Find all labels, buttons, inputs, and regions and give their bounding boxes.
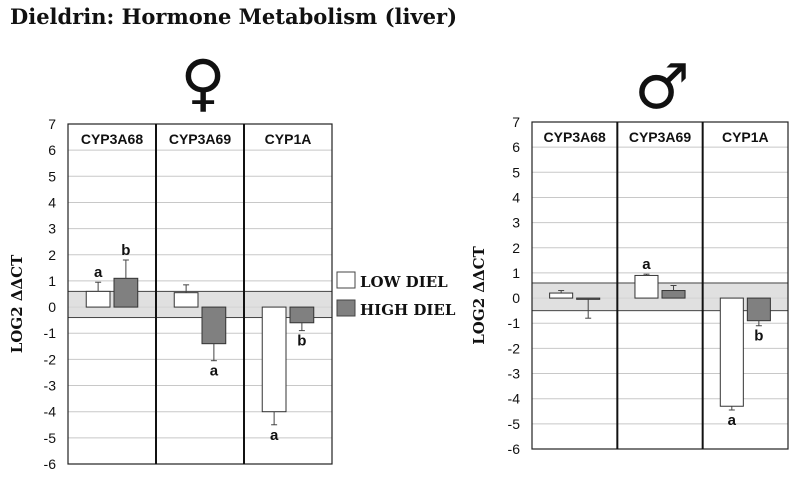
y-tick-label: -3 (508, 366, 521, 382)
y-tick-label: 1 (512, 265, 520, 281)
y-tick-label: -1 (508, 315, 521, 331)
y-tick-label: -6 (508, 441, 521, 457)
bar (85, 290, 111, 308)
bar (201, 306, 227, 345)
y-tick-label: 6 (512, 139, 520, 155)
y-tick-label: 1 (48, 273, 56, 289)
y-tick-label: -2 (44, 351, 57, 367)
significance-label: a (94, 264, 103, 281)
legend: LOW DIEL HIGH DIEL (336, 271, 456, 319)
female-symbol-icon: ♀ (180, 46, 225, 119)
page-title: Dieldrin: Hormone Metabolism (liver) (10, 4, 458, 29)
threshold-band (531, 282, 789, 312)
legend-label-low-diel: LOW DIEL (360, 273, 448, 291)
plot-frame (531, 121, 789, 450)
male-symbol-icon: ♂ (634, 50, 690, 123)
y-tick-label: 3 (512, 215, 520, 231)
category-label: CYP3A69 (629, 129, 691, 145)
y-tick-label: 2 (48, 247, 56, 263)
bar (549, 292, 574, 299)
y-tick-label: -5 (508, 416, 521, 432)
legend-swatch-high-diel (336, 299, 356, 317)
bar (289, 306, 315, 324)
plot-frame (67, 123, 333, 465)
y-tick-label: 4 (512, 189, 520, 205)
bar (261, 306, 287, 413)
bar (719, 297, 744, 407)
bar (113, 277, 139, 308)
bar (661, 290, 686, 299)
bar (634, 274, 659, 299)
y-tick-label: 7 (48, 116, 56, 132)
y-tick-label: -4 (508, 391, 521, 407)
y-tick-label: 5 (48, 168, 56, 184)
category-label: CYP1A (722, 129, 769, 145)
category-label: CYP1A (265, 131, 312, 147)
y-tick-label: 0 (512, 290, 520, 306)
category-label: CYP3A68 (544, 129, 606, 145)
y-tick-label: -6 (44, 456, 57, 472)
y-tick-label: 3 (48, 221, 56, 237)
category-label: CYP3A68 (81, 131, 143, 147)
legend-swatch-low-diel (336, 271, 356, 289)
y-tick-label: 7 (512, 114, 520, 130)
bar (173, 292, 199, 308)
y-tick-label: -4 (44, 404, 57, 420)
significance-label: a (728, 412, 737, 429)
bar (746, 297, 771, 322)
significance-label: b (297, 333, 306, 350)
significance-label: a (210, 363, 219, 380)
significance-label: b (121, 242, 130, 259)
y-tick-label: -1 (44, 325, 57, 341)
y-tick-label: -3 (44, 378, 57, 394)
y-tick-label: 5 (512, 164, 520, 180)
significance-label: a (642, 256, 651, 273)
significance-label: b (754, 328, 763, 345)
bar (576, 297, 601, 300)
y-tick-label: -2 (508, 340, 521, 356)
legend-label-high-diel: HIGH DIEL (360, 301, 456, 319)
y-axis-label: LOG2 ΔΔCT (470, 245, 488, 344)
y-tick-label: 4 (48, 194, 56, 210)
y-tick-label: 0 (48, 299, 56, 315)
y-axis-label: LOG2 ΔΔCT (8, 254, 26, 353)
y-tick-label: -5 (44, 430, 57, 446)
y-tick-label: 6 (48, 142, 56, 158)
significance-label: a (270, 427, 279, 444)
category-label: CYP3A69 (169, 131, 231, 147)
y-tick-label: 2 (512, 240, 520, 256)
